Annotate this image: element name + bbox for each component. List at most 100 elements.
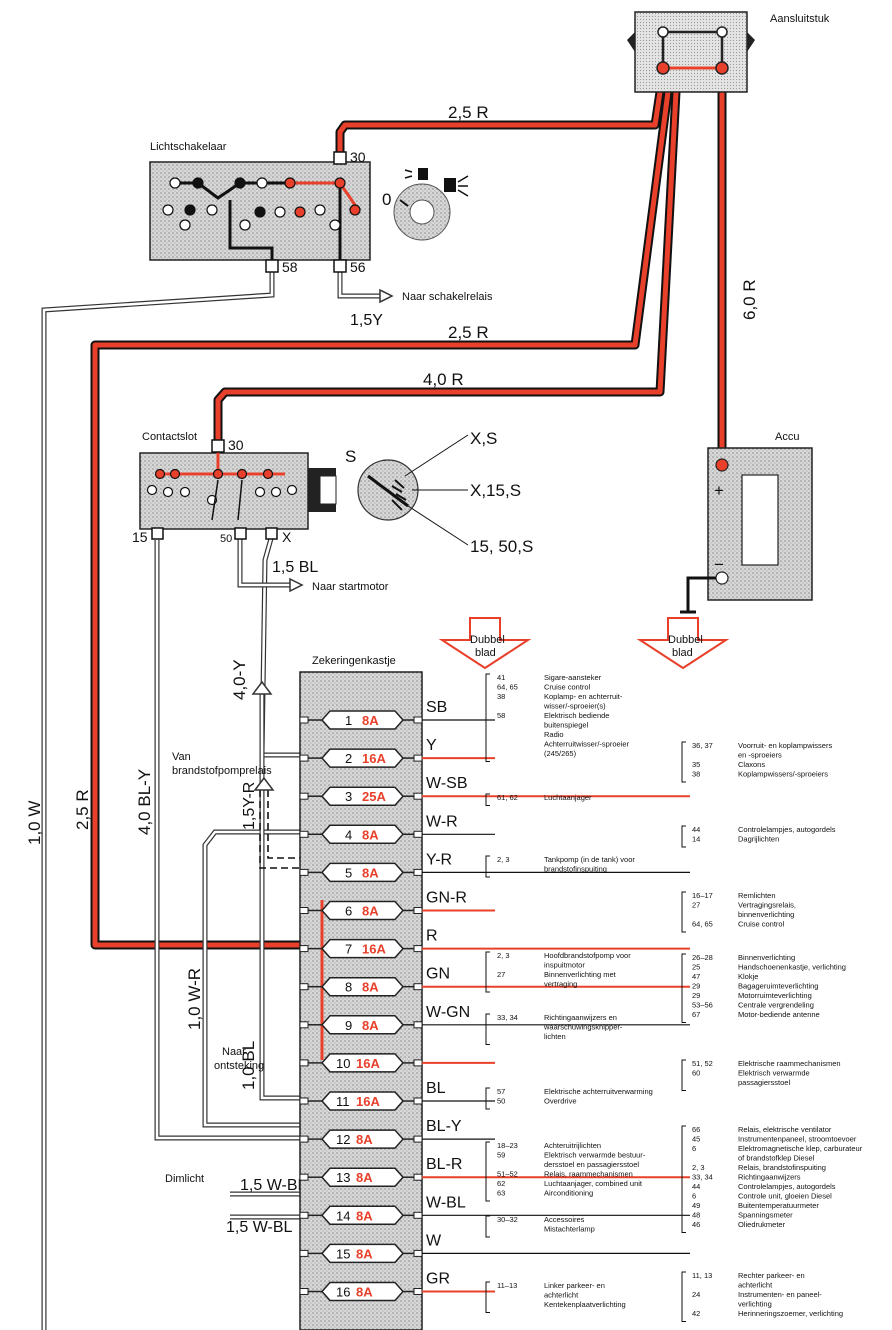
ignition-switch	[139, 439, 337, 540]
to-relay-label: Naar schakelrelais	[402, 291, 493, 303]
wire-label-4-0bly: 4,0 BL-Y	[135, 769, 154, 835]
circuit-ref: 29	[692, 991, 700, 1000]
circuit-ref: 6	[692, 1192, 696, 1201]
consumer-text: Claxons	[738, 760, 765, 769]
fuse-terminal-in	[299, 983, 309, 991]
consumer-text: Relais, raammechanismen	[544, 1170, 633, 1179]
consumer-text: Cruise control	[738, 920, 785, 929]
consumer-text: Linker parkeer- en	[544, 1281, 605, 1290]
fuse-terminal-out	[413, 1135, 423, 1143]
consumer-text: of brandstofklep Diesel	[738, 1154, 815, 1163]
brace	[681, 1059, 686, 1091]
fuse-number: 12	[336, 1132, 350, 1147]
fuse-terminal-out	[413, 907, 423, 914]
consumer-text: Spanningsmeter	[738, 1211, 793, 1220]
brace	[681, 1125, 686, 1233]
consumer-text: (245/265)	[544, 749, 577, 758]
wire-label-2-5r-b: 2,5 R	[448, 323, 489, 342]
consumer-text: Controle unit, gloeien Diesel	[738, 1192, 832, 1201]
fuse-wire-color: GR	[426, 1271, 450, 1288]
consumer-text: Vertragingsrelais,	[738, 901, 796, 910]
circuit-ref: 30–32	[497, 1215, 518, 1224]
battery-minus: −	[714, 555, 724, 574]
wire-label-1-0wr: 1,0 W-R	[185, 968, 204, 1030]
consumer-text: Elektrisch verwarmde bestuur-	[544, 1151, 646, 1160]
fuse-terminal-out	[413, 1021, 423, 1029]
consumer-text: Richtingaanwijzers	[738, 1173, 801, 1182]
circuit-ref: 64, 65	[692, 920, 713, 929]
consumer-text: en -sproeiers	[738, 751, 782, 760]
fuse-terminal-out	[413, 1288, 423, 1295]
consumer-text: Oliedrukmeter	[738, 1220, 786, 1229]
ignition-key-dial-icon	[357, 434, 469, 546]
circuit-ref: 2, 3	[692, 1163, 705, 1172]
double-blade-label-2-line2: blad	[672, 647, 693, 659]
fusebox	[299, 671, 423, 1330]
fuse-terminal-in	[299, 907, 309, 914]
fuse-wire-color: GN-R	[426, 890, 467, 907]
consumer-text: Dagrijlichten	[738, 835, 779, 844]
circuit-ref: 48	[692, 1211, 700, 1220]
consumer-text: Richtingaanwijzers en	[544, 1013, 617, 1022]
fuel-relay-line1: Van	[172, 751, 191, 763]
consumer-text: Relais, elektrische ventilator	[738, 1125, 832, 1134]
fuse-terminal-in	[299, 830, 309, 838]
consumer-text: Controlelampjes, autogordels	[738, 1182, 836, 1191]
fuse-amperage: 8A	[362, 1018, 379, 1033]
fuse-wire-color: W-SB	[426, 775, 467, 792]
circuit-ref: 57	[497, 1087, 505, 1096]
fuse-terminal-in	[299, 1211, 309, 1219]
fuse-terminal-out	[413, 945, 423, 953]
fuse-amperage: 25A	[362, 789, 386, 804]
consumer-block-right-4: 26–282547292953–5667BinnenverlichtingHan…	[681, 953, 846, 1023]
circuit-ref: 67	[692, 1010, 700, 1019]
consumer-text: Sigare-aansteker	[544, 673, 602, 682]
consumer-text: lichten	[544, 1032, 566, 1041]
fusebox-title: Zekeringenkastje	[312, 655, 396, 667]
light-switch	[149, 151, 371, 273]
consumer-text: Tankpomp (in de tank) voor	[544, 855, 635, 864]
circuit-ref: 16–17	[692, 891, 713, 900]
consumer-text: Luchtaanjager, combined unit	[544, 1179, 643, 1188]
wire-label-6-0r: 6,0 R	[740, 279, 759, 320]
fuse-wire-color: W-GN	[426, 1004, 470, 1021]
fuse-number: 8	[345, 980, 352, 995]
circuit-ref: 44	[692, 825, 700, 834]
consumer-text: Koplampwissers/-sproeiers	[738, 770, 828, 779]
circuit-ref: 46	[692, 1220, 700, 1229]
ignition-pos-s: S	[345, 447, 356, 466]
circuit-ref: 45	[692, 1135, 700, 1144]
wire-label-1-5wbl-b: 1,5 W-BL	[226, 1219, 293, 1236]
fuse-terminal-out	[413, 754, 423, 762]
consumer-text: Koplamp- en achterruit-	[544, 692, 623, 701]
red-wires	[90, 88, 727, 950]
circuit-ref: 42	[692, 1309, 700, 1318]
fuse-terminal-in	[299, 1135, 309, 1143]
fuse-terminal-in	[299, 1097, 309, 1105]
consumer-text: brandstofinspuiting	[544, 865, 607, 874]
double-blade-arrow-2	[636, 617, 730, 670]
consumer-text: Centrale vergrendeling	[738, 1001, 814, 1010]
fuse-amperage: 8A	[356, 1208, 373, 1223]
circuit-ref: 62	[497, 1179, 505, 1188]
fuse-terminal-in	[299, 1173, 309, 1181]
circuit-ref: 29	[692, 982, 700, 991]
consumer-text: dersstoel en passagiersstoel	[544, 1160, 639, 1169]
wire-label-1-0w: 1,0 W	[25, 801, 44, 845]
consumer-text: Voorruit- en koplampwissers	[738, 741, 832, 750]
fuse-wire-color: BL	[426, 1080, 446, 1097]
consumer-text: Motorruimteverlichting	[738, 991, 812, 1000]
battery	[680, 447, 813, 614]
fuse-terminal-in	[299, 1021, 309, 1029]
fuse-terminal-out	[413, 716, 423, 724]
